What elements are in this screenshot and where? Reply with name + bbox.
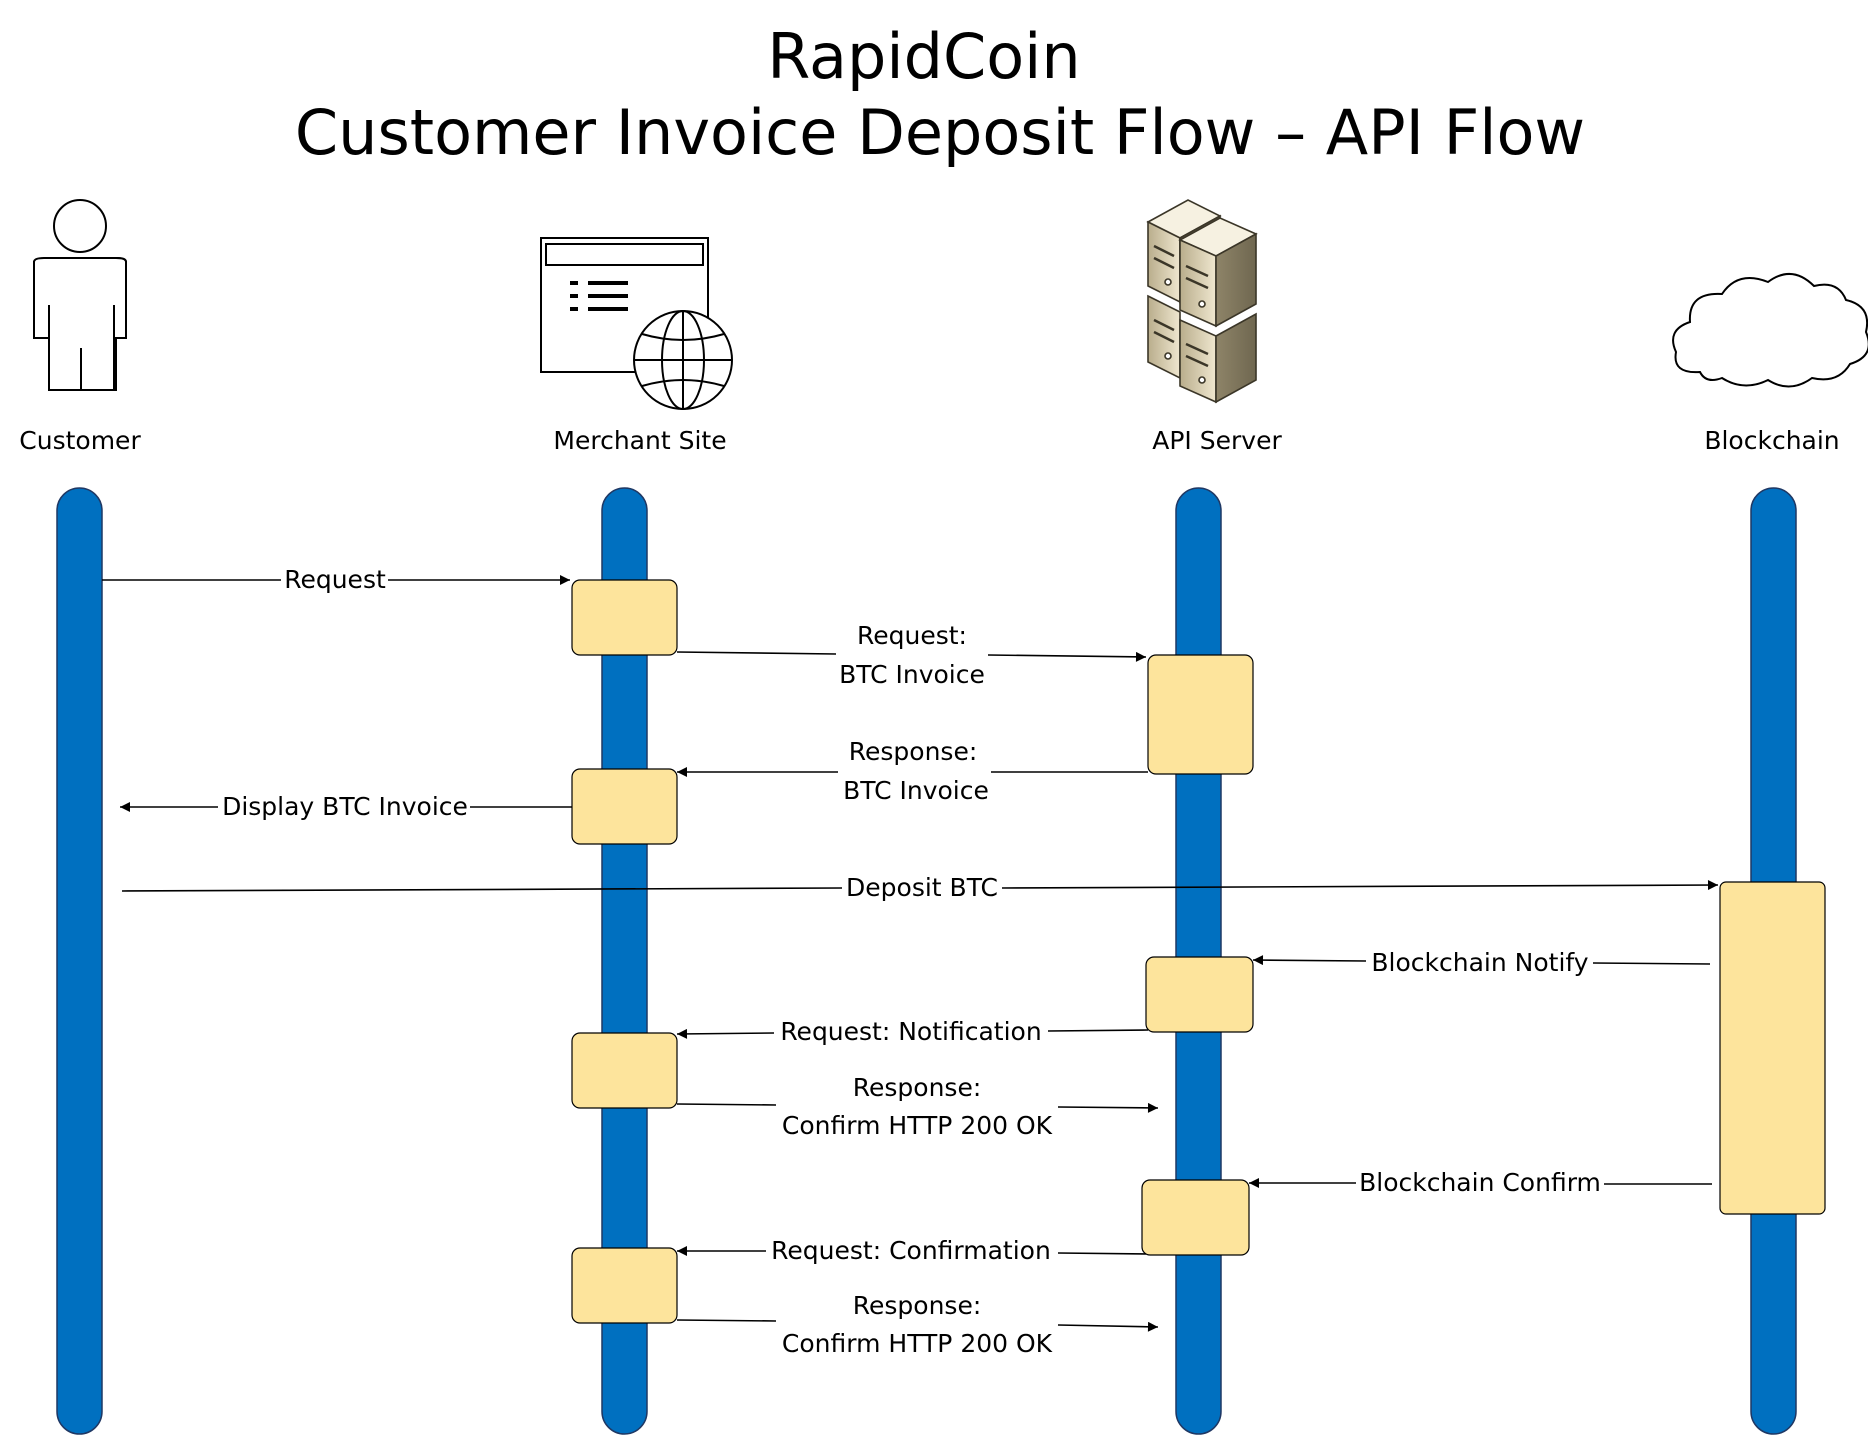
person-icon <box>33 199 127 391</box>
lifeline-merchant-site <box>601 487 648 1435</box>
actor-label-api-server: API Server <box>1152 426 1282 455</box>
message-label: Response: <box>849 737 978 766</box>
activation-api-1 <box>1147 654 1254 775</box>
actor-label-blockchain: Blockchain <box>1704 426 1839 455</box>
message-deposit-btc: Deposit BTC <box>121 873 1719 902</box>
activation-merchant-2 <box>571 768 678 845</box>
message-blockchain-notify: Blockchain Notify <box>1252 948 1711 977</box>
diagram-title: RapidCoin <box>767 20 1080 93</box>
message-label: Response: <box>853 1073 982 1102</box>
message-request-btc-invoice: Request: BTC Invoice <box>676 621 1147 689</box>
message-label: Request: <box>857 621 967 650</box>
cloud-icon <box>1672 273 1868 388</box>
message-label: Blockchain Notify <box>1371 948 1588 977</box>
server-stack-icon <box>1146 199 1258 404</box>
message-label: Blockchain Confirm <box>1359 1168 1601 1197</box>
activation-merchant-3 <box>571 1032 678 1109</box>
message-label: Request: Notification <box>780 1017 1041 1046</box>
message-label: Display BTC Invoice <box>222 792 468 821</box>
message-blockchain-confirm: Blockchain Confirm <box>1249 1168 1712 1197</box>
activation-blockchain-1 <box>1719 881 1826 1215</box>
actor-label-merchant-site: Merchant Site <box>553 426 726 455</box>
message-label: BTC Invoice <box>843 776 989 805</box>
lifeline-customer <box>56 487 103 1435</box>
message-display-btc-invoice: Display BTC Invoice <box>120 792 572 821</box>
message-label: Confirm HTTP 200 OK <box>782 1111 1053 1140</box>
message-label: BTC Invoice <box>839 660 985 689</box>
message-response-confirm-http-200-ok: Response: Confirm HTTP 200 OK <box>676 1073 1159 1140</box>
diagram-subtitle: Customer Invoice Deposit Flow – API Flow <box>295 96 1585 169</box>
message-label: Response: <box>853 1291 982 1320</box>
message-label: Request <box>284 565 386 594</box>
message-request-notification: Request: Notification <box>676 1017 1149 1046</box>
activation-api-2 <box>1145 956 1254 1033</box>
activation-merchant-4 <box>571 1247 678 1324</box>
message-request: Request <box>102 565 570 594</box>
activation-merchant-1 <box>571 579 678 656</box>
message-request-confirmation: Request: Confirmation <box>677 1236 1147 1265</box>
message-response-btc-invoice: Response: BTC Invoice <box>677 737 1148 805</box>
message-response-confirm-http-200-ok-2: Response: Confirm HTTP 200 OK <box>676 1291 1159 1358</box>
website-globe-icon <box>540 237 733 410</box>
actor-label-customer: Customer <box>19 426 141 455</box>
message-label: Deposit BTC <box>846 873 998 902</box>
message-label: Confirm HTTP 200 OK <box>782 1329 1053 1358</box>
message-label: Request: Confirmation <box>771 1236 1051 1265</box>
activation-api-3 <box>1141 1179 1250 1256</box>
